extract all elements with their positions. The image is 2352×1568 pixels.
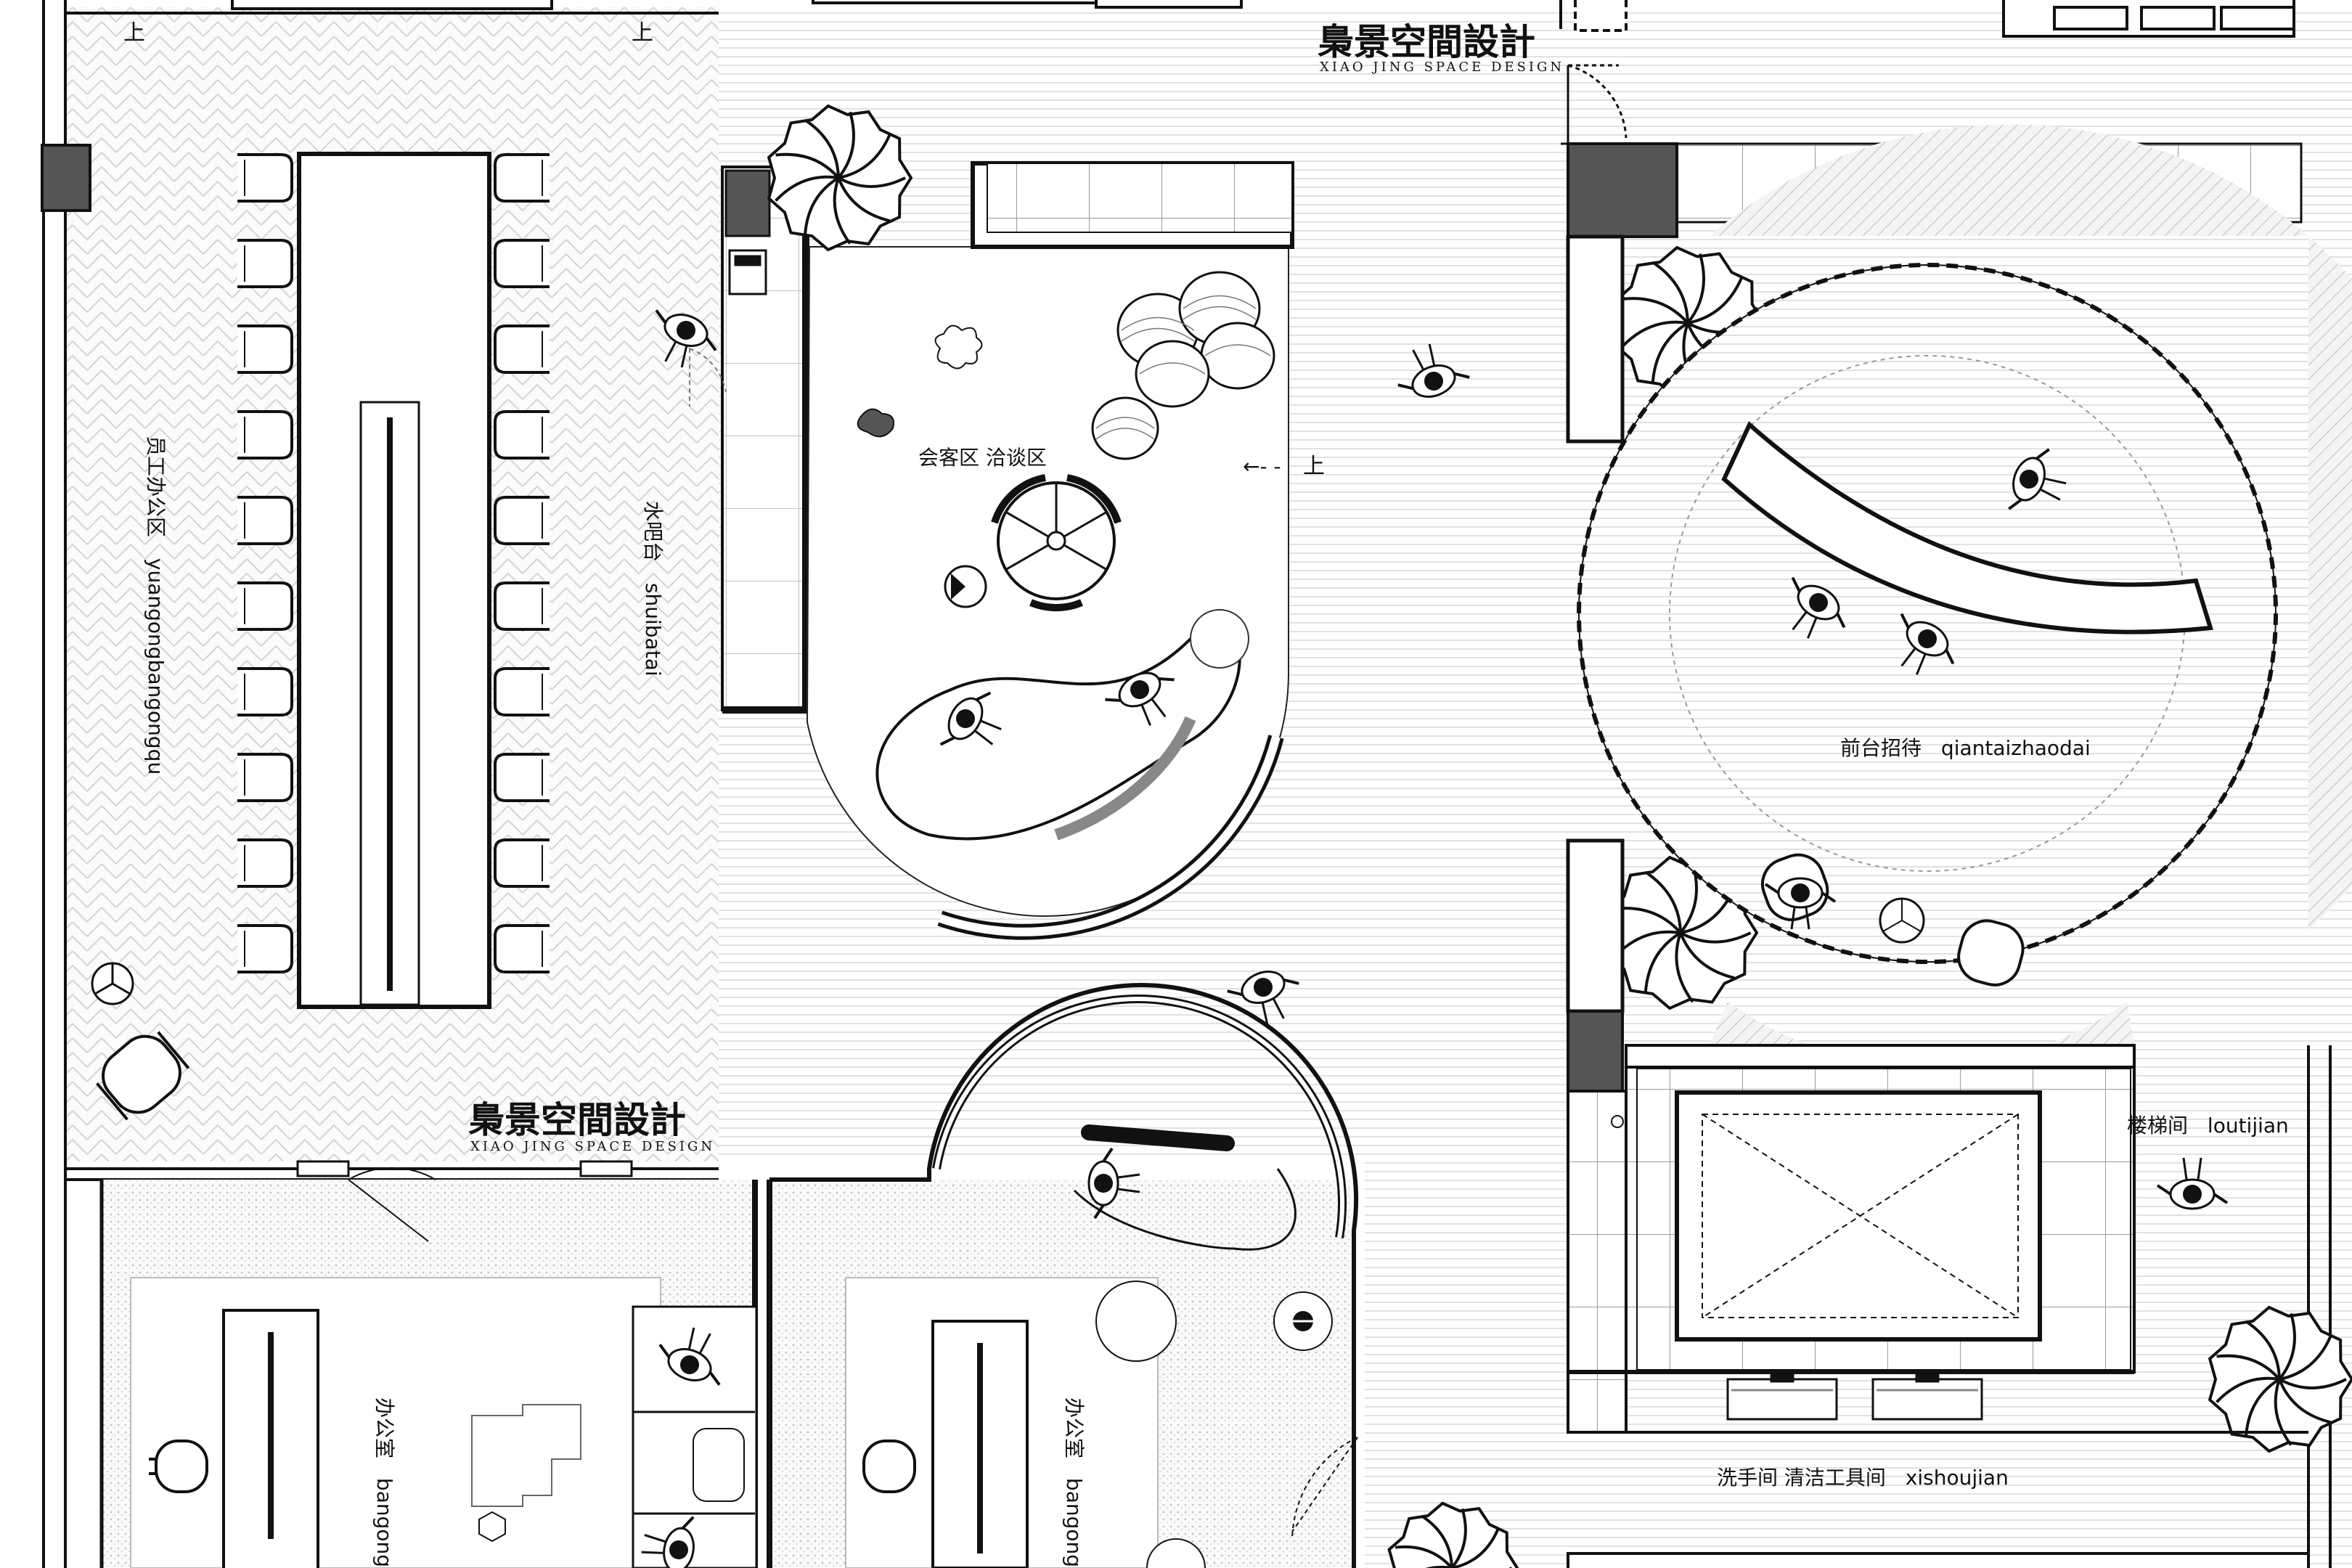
- meeting-label: 会客区 洽谈区: [918, 446, 1047, 470]
- chair: [237, 667, 293, 716]
- chair: [494, 581, 550, 631]
- chairs-left: [237, 153, 293, 973]
- chair: [237, 838, 293, 888]
- chair: [494, 667, 550, 716]
- person: [1791, 576, 1846, 639]
- stairwell: [1567, 1044, 2308, 1434]
- up-marker-1: 上: [123, 20, 145, 46]
- left-office: [99, 1160, 758, 1568]
- chair: [237, 581, 293, 631]
- lounge-chair-1: [96, 1031, 190, 1121]
- brand-sub-1: XIAO JING SPACE DESIGN: [1320, 60, 1564, 75]
- person: [1900, 613, 1955, 675]
- door-swing: [689, 348, 727, 407]
- person: [2156, 1157, 2229, 1210]
- washroom-label: 洗手间 清洁工具间 xishoujian: [1717, 1466, 2009, 1490]
- person: [1764, 877, 1837, 930]
- chair: [494, 153, 550, 203]
- staff-office-label: 员工办公区 yuangongbangongqu: [144, 436, 168, 775]
- long-table: [297, 152, 491, 1009]
- chair: [494, 239, 550, 288]
- person: [2008, 448, 2067, 510]
- brand-name-1: 梟景空間設計: [1318, 20, 1535, 63]
- reception-label: 前台招待 qiantaizhaodai: [1840, 736, 2091, 760]
- middle-office: [767, 983, 1359, 1568]
- person: [658, 1327, 721, 1386]
- reception-area: [1561, 124, 2352, 1093]
- chair: [237, 239, 293, 288]
- tree: [2208, 1305, 2352, 1453]
- washroom-sinks: [1726, 1373, 1983, 1421]
- top-walls: [65, 0, 2295, 38]
- water-bar: [721, 166, 809, 714]
- chair: [237, 324, 293, 374]
- chair: [237, 496, 293, 545]
- chair: [237, 410, 293, 460]
- water-bar-label: 水吧台 shuibatai: [641, 501, 665, 677]
- chair: [237, 753, 293, 802]
- brand-sub-2: XIAO JING SPACE DESIGN: [470, 1139, 715, 1154]
- person: [655, 309, 717, 368]
- side-table: [91, 962, 134, 1005]
- left-office-label: 办公室 bangongs: [372, 1397, 396, 1568]
- bottom-wall: [1567, 1552, 2310, 1568]
- chair: [494, 410, 550, 460]
- person: [939, 691, 1002, 746]
- person: [1227, 971, 1299, 1025]
- up-arrow: ←- -: [1243, 454, 1281, 478]
- person: [1087, 1147, 1140, 1220]
- chairs-right: [494, 153, 550, 973]
- trees: [767, 104, 2352, 1568]
- people: [641, 309, 2229, 1568]
- chair: [237, 153, 293, 203]
- chair: [494, 924, 550, 973]
- meeting-area: [806, 161, 1294, 940]
- person: [1105, 671, 1175, 726]
- chair: [494, 496, 550, 545]
- entrance-door: [1567, 64, 1628, 145]
- up-marker-2: 上: [632, 20, 653, 46]
- middle-office-label: 办公室 bangongs: [1062, 1397, 1086, 1568]
- chair: [494, 753, 550, 802]
- chair: [494, 838, 550, 888]
- tree: [1387, 1501, 1519, 1568]
- brand-name-2: 梟景空間設計: [468, 1098, 686, 1141]
- up-marker-3: 上: [1303, 454, 1325, 479]
- tree: [767, 104, 913, 252]
- stairs-label: 楼梯间 loutijian: [2127, 1114, 2289, 1138]
- person: [641, 1516, 695, 1568]
- chair: [494, 324, 550, 374]
- column: [41, 144, 91, 212]
- chair: [237, 924, 293, 973]
- person: [1397, 343, 1470, 398]
